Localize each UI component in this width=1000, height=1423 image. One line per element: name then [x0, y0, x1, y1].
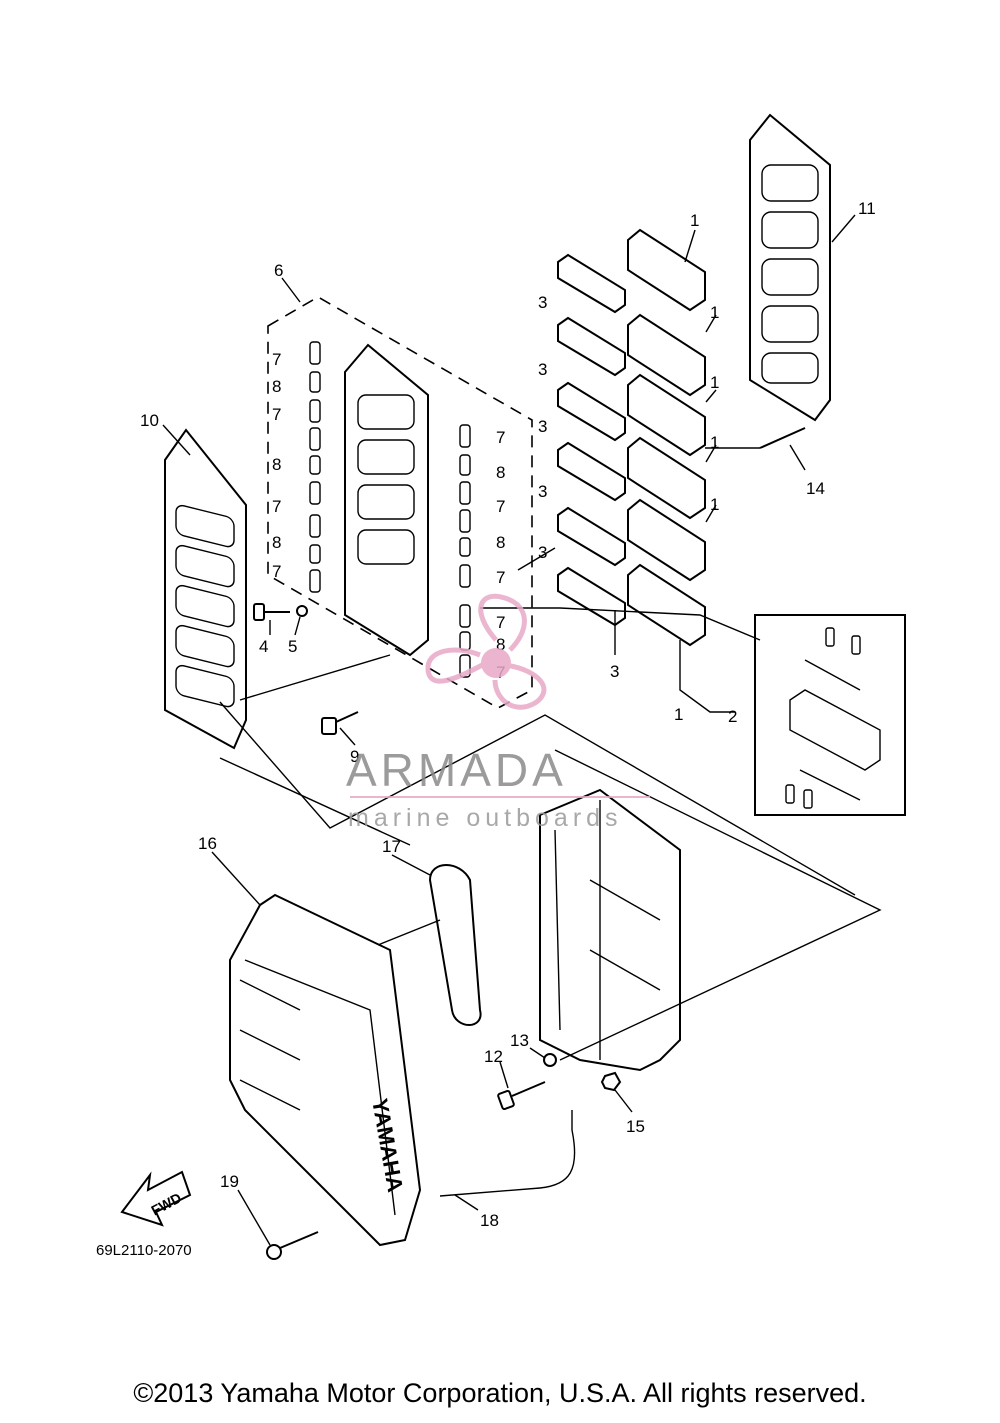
hose-18	[439, 1110, 576, 1197]
fittings-right-column	[459, 424, 471, 678]
intake-cover-16: YAMAHA	[229, 893, 422, 1247]
callout-15: 15	[626, 1117, 645, 1136]
callout-8: 8	[272, 377, 281, 396]
fwd-label: FWD	[148, 1189, 184, 1218]
watermark-name: ARMADA	[346, 744, 567, 796]
callout-1: 1	[710, 495, 719, 514]
callout-19: 19	[220, 1172, 239, 1191]
leader-lines	[162, 214, 882, 1246]
callout-9: 9	[350, 747, 359, 766]
callout-13: 13	[510, 1031, 529, 1050]
callout-10: 10	[140, 411, 159, 430]
reed-detail-inset	[754, 614, 906, 816]
callout-4: 4	[259, 637, 268, 656]
copyright-notice: ©2013 Yamaha Motor Corporation, U.S.A. A…	[133, 1378, 867, 1408]
cover-brand-text: YAMAHA	[367, 1097, 408, 1195]
bolt-19	[266, 1231, 319, 1260]
callout-11: 11	[858, 199, 876, 218]
callout-14: 14	[806, 479, 825, 498]
fittings-left-column	[309, 341, 321, 593]
callout-1: 1	[710, 303, 719, 322]
gasket-11	[749, 113, 831, 422]
callout-3: 3	[538, 543, 547, 562]
callout-18: 18	[480, 1211, 499, 1230]
reed-valve-plate	[344, 343, 429, 657]
diagram-part-number: 69L2110-2070	[96, 1242, 192, 1259]
bolt-12	[497, 1081, 546, 1111]
callout-17: 17	[382, 837, 401, 856]
callout-7: 7	[496, 428, 505, 447]
callout-3: 3	[538, 417, 547, 436]
callout-3: 3	[538, 293, 547, 312]
seal-17	[428, 864, 482, 1026]
callout-7: 7	[272, 350, 281, 369]
fwd-arrow-icon: FWD	[120, 1170, 192, 1227]
callout-1: 1	[674, 705, 683, 724]
callout-1: 1	[710, 433, 719, 452]
callout-3: 3	[538, 360, 547, 379]
stud-14	[759, 427, 806, 449]
callout-8: 8	[272, 455, 281, 474]
callout-7: 7	[272, 405, 281, 424]
callout-16: 16	[198, 834, 217, 853]
callout-3: 3	[610, 662, 619, 681]
reed-valve-housing	[539, 788, 681, 1072]
callout-7: 7	[496, 613, 505, 632]
callout-3: 3	[538, 482, 547, 501]
assembly-6-dashed-outline	[267, 296, 533, 709]
callout-8: 8	[496, 463, 505, 482]
reed-blocks-1	[627, 228, 706, 647]
callout-8: 8	[272, 533, 281, 552]
callout-8: 8	[496, 635, 505, 654]
callout-8: 8	[496, 533, 505, 552]
callout-7: 7	[496, 568, 505, 587]
callout-7: 7	[272, 497, 281, 516]
callout-12: 12	[484, 1047, 503, 1066]
gasket-10	[164, 428, 247, 750]
washer-5	[296, 605, 308, 617]
reed-gaskets-3	[557, 253, 626, 627]
washer-13	[543, 1053, 557, 1067]
propeller-logo-icon	[425, 593, 547, 710]
callout-6: 6	[274, 261, 283, 280]
watermark-tagline: marine outboards	[348, 804, 623, 832]
callout-1: 1	[710, 373, 719, 392]
callout-1: 1	[690, 211, 699, 230]
screw-4	[253, 603, 290, 621]
nut-15	[600, 1071, 622, 1092]
callout-labels: 1 1 1 1 1 1 2 3 3 3 3 3 3 4 5 6 7 7 7 7 …	[140, 199, 876, 1230]
callout-5: 5	[288, 637, 297, 656]
callout-7: 7	[496, 497, 505, 516]
armada-watermark: ARMADA marine outboards	[346, 593, 650, 832]
callout-7: 7	[272, 562, 281, 581]
callout-2: 2	[728, 707, 737, 726]
screw-9	[321, 711, 359, 735]
